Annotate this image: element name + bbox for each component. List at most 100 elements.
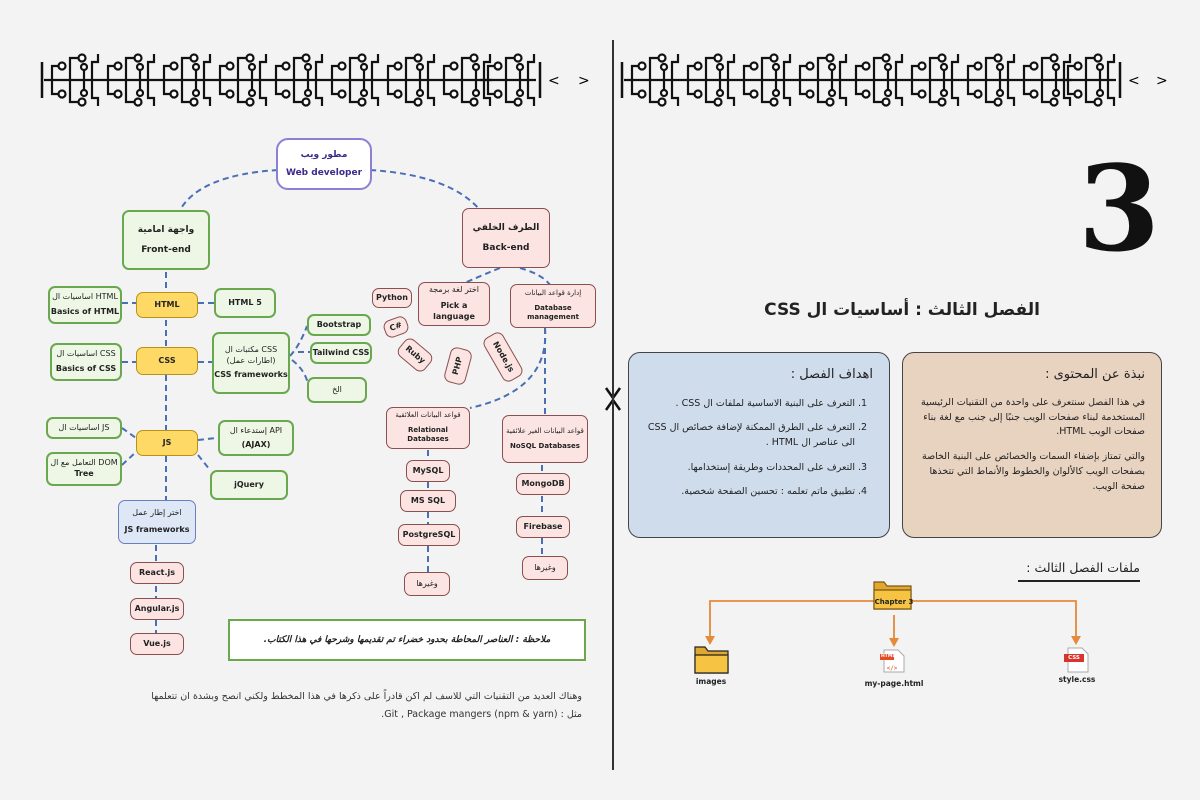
images-folder-icon <box>694 646 729 674</box>
chapter-title: الفصل الثالث : أساسيات ال CSS <box>764 300 1040 320</box>
svg-text:<: < <box>1128 73 1140 89</box>
node-frontend: واجهة امامية Front-end <box>122 210 210 270</box>
node-js-basics: اساسيات ال JS <box>46 417 122 439</box>
node-firebase: Firebase <box>516 516 570 538</box>
node-angular-label: Angular.js <box>134 603 180 613</box>
node-others-relational: وغيرها <box>404 572 450 596</box>
footer-line-1: وهناك العديد من التقنيات التي للاسف لم ا… <box>151 691 582 702</box>
node-backend-en: Back-end <box>482 243 530 253</box>
node-html-basics: اساسيات ال HTML Basics of HTML <box>48 286 122 324</box>
node-pick-language-en: Pick a language <box>433 301 475 321</box>
node-tailwind-label: Tailwind CSS <box>312 347 370 357</box>
files-heading-underline <box>1018 580 1140 582</box>
about-card: نبذة عن المحتوى : في هذا الفصل سنتعرف عل… <box>902 352 1162 538</box>
node-db-management: إدارة قواعد البيانات Database management <box>510 284 596 328</box>
node-dom: التعامل مع ال DOM Tree <box>46 452 122 486</box>
node-js-label: JS <box>162 437 172 447</box>
node-tailwind: Tailwind CSS <box>310 342 372 364</box>
node-html5-label: HTML 5 <box>228 297 262 307</box>
css-file-icon <box>1064 647 1089 673</box>
node-css-frameworks: مكتبات ال CSS (اطارات عمل) CSS framework… <box>212 332 290 394</box>
html-file-icon: </> <box>880 649 905 673</box>
node-web-developer-ar: مطور ويب <box>300 149 348 160</box>
legend-note: ملاحظة : العناصر المحاطة بحدود خضراء تم … <box>228 619 586 661</box>
html-file-badge: HTML <box>881 654 896 659</box>
chapter-folder-label[interactable]: Chapter 3 <box>874 598 914 606</box>
css-file-label[interactable]: style.css <box>1058 675 1096 684</box>
legend-note-text: ملاحظة : العناصر المحاطة بحدود خضراء تم … <box>263 635 551 645</box>
node-pick-language-ar: اختر لغة برمجة <box>428 285 480 295</box>
node-css-etc-label: الخ <box>332 384 342 394</box>
node-css-basics-en: Basics of CSS <box>55 364 117 373</box>
node-nosql-db: قواعد البيانات الغير علائقية NoSQL Datab… <box>502 415 588 463</box>
node-dom-en: Tree <box>74 469 94 478</box>
circuit-border-right: < > <box>620 52 1168 108</box>
node-nosql-db-ar: قواعد البيانات الغير علائقية <box>506 426 584 435</box>
node-others-nosql: وغيرها <box>522 556 568 580</box>
footer-line-2: مثل : Git , Package mangers (npm & yarn)… <box>381 709 582 721</box>
node-api-ar: إستدعاء ال API <box>229 425 283 435</box>
node-firebase-label: Firebase <box>523 521 563 531</box>
node-bootstrap-label: Bootstrap <box>316 319 362 329</box>
node-html: HTML <box>136 292 198 318</box>
node-jquery-label: jQuery <box>234 479 264 489</box>
node-others-nosql-label: وغيرها <box>534 562 556 572</box>
node-angular: Angular.js <box>130 598 184 620</box>
node-mysql: MySQL <box>406 460 450 482</box>
node-dom-ar: التعامل مع ال DOM <box>50 458 118 468</box>
node-css-etc: الخ <box>307 377 367 403</box>
node-api: إستدعاء ال API (AJAX) <box>218 420 294 456</box>
goals-list: التعرف على البنية الاساسية لملفات ال CSS… <box>645 396 873 499</box>
node-backend-ar: الطرف الخلفي <box>472 222 540 233</box>
node-html-basics-ar: اساسيات ال HTML <box>52 292 118 302</box>
goals-heading: اهداف الفصل : <box>790 367 873 382</box>
node-jquery: jQuery <box>210 470 288 500</box>
node-postgresql: PostgreSQL <box>398 524 460 546</box>
node-css: CSS <box>136 347 198 375</box>
svg-text:>: > <box>1156 73 1168 89</box>
node-js: JS <box>136 430 198 456</box>
folder-icon <box>873 581 912 610</box>
html-file-label[interactable]: my-page.html <box>864 679 924 688</box>
node-bootstrap: Bootstrap <box>307 314 371 336</box>
node-relational-db-en: Relational Databases <box>407 425 449 444</box>
svg-text:<: < <box>548 73 560 89</box>
node-db-management-ar: إدارة قواعد البيانات <box>524 289 582 298</box>
node-css-frameworks-ar2: (اطارات عمل) <box>226 356 276 366</box>
node-css-basics-ar: اساسيات ال CSS <box>56 349 116 359</box>
node-html-basics-en: Basics of HTML <box>50 307 120 316</box>
node-frontend-ar: واجهة امامية <box>137 224 195 235</box>
node-web-developer-en: Web developer <box>285 168 363 178</box>
node-js-frameworks-ar: اختر إطار عمل <box>132 508 182 518</box>
about-paragraph-1: في هذا الفصل سنتعرف على واحدة من التقنيا… <box>920 397 1145 438</box>
goal-item: التعرف على الطرق الممكنة لإضافة خصائص ال… <box>645 420 855 450</box>
node-css-frameworks-en: CSS frameworks <box>214 369 288 379</box>
node-js-basics-ar: اساسيات ال JS <box>58 422 110 432</box>
node-frontend-en: Front-end <box>141 245 191 255</box>
node-relational-db-ar: قواعد البيانات العلائقية <box>395 411 461 420</box>
node-web-developer: مطور ويب Web developer <box>276 138 372 190</box>
node-mssql: MS SQL <box>400 490 456 512</box>
about-heading: نبذة عن المحتوى : <box>1045 367 1145 382</box>
node-mongodb-label: MongoDB <box>521 478 565 488</box>
images-folder-label[interactable]: images <box>695 677 727 686</box>
node-html-label: HTML <box>154 299 180 309</box>
svg-text:</>: </> <box>887 665 898 672</box>
node-postgresql-label: PostgreSQL <box>402 529 456 539</box>
goal-item: تطبيق ماتم تعلمه : تحسين الصفحة شخصية. <box>645 484 855 499</box>
chapter-number: 3 <box>1078 139 1161 278</box>
node-backend: الطرف الخلفي Back-end <box>462 208 550 268</box>
node-js-frameworks-en: JS frameworks <box>124 525 190 534</box>
circuit-border-left: < > <box>40 52 590 108</box>
about-paragraph-2: والتي تمتاز بإضفاء السمات والخصائص على ا… <box>922 451 1145 492</box>
node-php-label: PHP <box>450 355 464 376</box>
css-file-badge: CSS <box>1068 655 1080 661</box>
node-db-management-en: Database management <box>527 303 579 322</box>
node-ruby-label: Ruby <box>403 343 428 366</box>
node-mssql-label: MS SQL <box>410 495 446 505</box>
node-mongodb: MongoDB <box>516 473 570 495</box>
node-csharp-label: C# <box>388 319 404 333</box>
node-vue-label: Vue.js <box>143 638 171 648</box>
node-mysql-label: MySQL <box>412 465 444 475</box>
